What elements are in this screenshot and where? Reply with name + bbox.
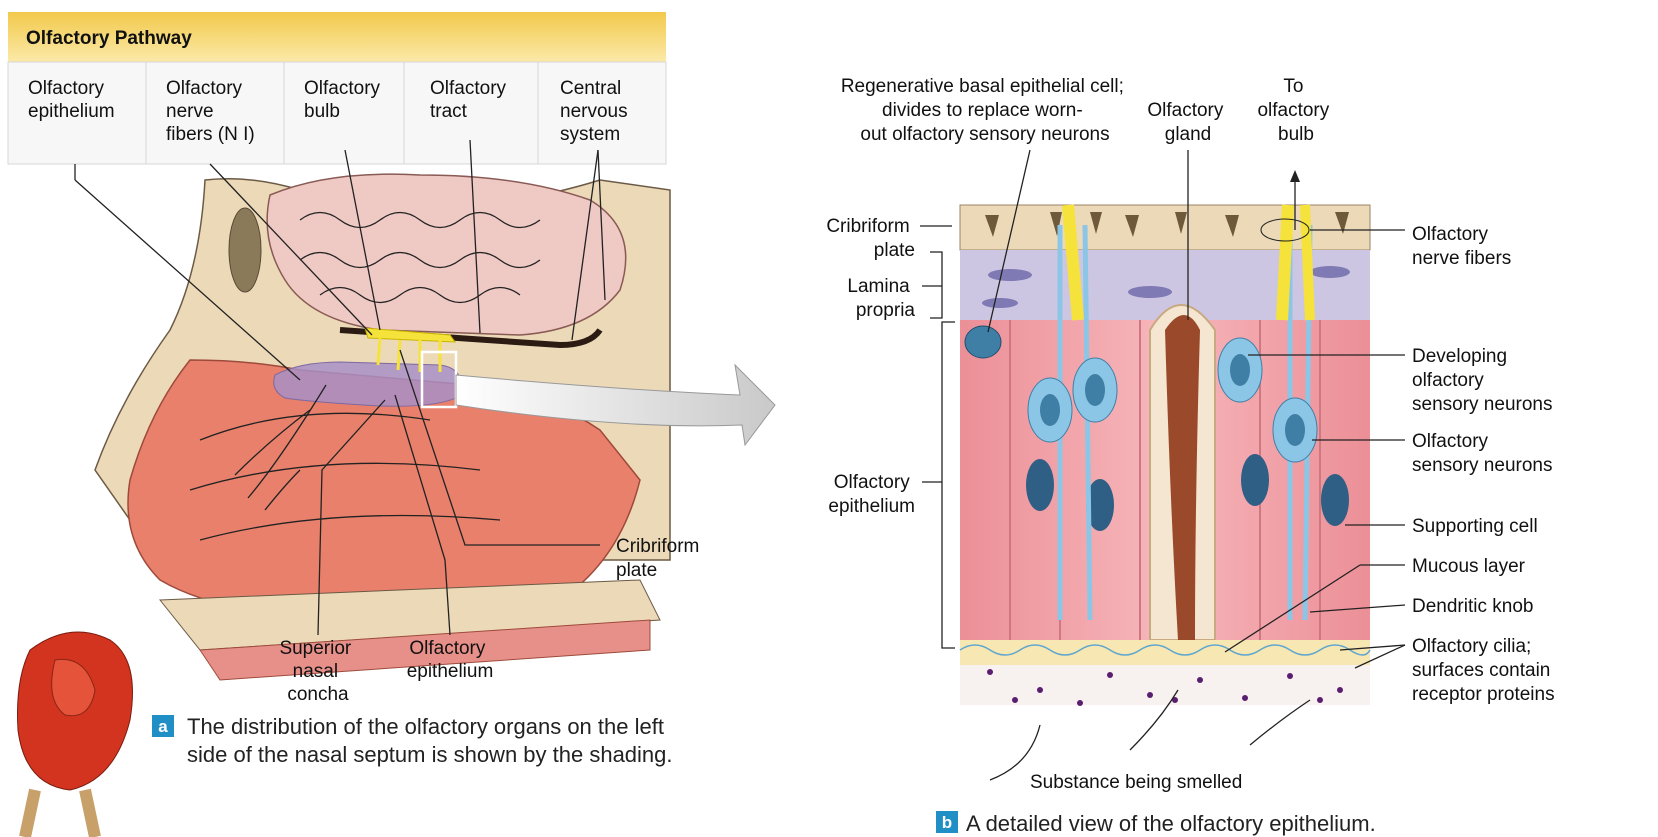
label-developing-neurons: Developing olfactory sensory neurons — [1412, 346, 1552, 415]
label-olfactory-nerve-fibers: Olfactory nerve fibers — [1412, 224, 1511, 269]
label-olfactory-gland: Olfactory gland — [1147, 100, 1228, 145]
label-supporting-cell: Supporting cell — [1412, 516, 1538, 537]
epithelium-illustration — [960, 205, 1370, 706]
label-olfactory-epithelium-b: Olfactory epithelium — [828, 472, 915, 517]
caption-a-letter: a — [158, 717, 168, 736]
label-basal-cell: Regenerative basal epithelial cell; divi… — [841, 76, 1129, 145]
label-to-olfactory-bulb: To olfactory bulb — [1257, 76, 1334, 145]
rose-illustration — [18, 632, 133, 837]
pathway-table-header: Olfactory Pathway — [26, 28, 192, 49]
pathway-table: Olfactory Pathway Olfactory epithelium O… — [8, 12, 666, 164]
label-olfactory-cilia: Olfactory cilia; surfaces contain recept… — [1412, 636, 1556, 705]
panel-a: Olfactory Pathway Olfactory epithelium O… — [8, 12, 705, 837]
label-lamina-propria: Lamina propria — [847, 276, 915, 321]
label-dendritic-knob: Dendritic knob — [1412, 596, 1533, 617]
caption-b-letter: b — [942, 813, 952, 832]
panel-b: Regenerative basal epithelial cell; divi… — [826, 76, 1555, 836]
label-olfactory-sensory-neurons: Olfactory sensory neurons — [1412, 431, 1552, 476]
caption-a: The distribution of the olfactory organs… — [187, 714, 673, 767]
label-cribriform-plate-b: Cribriform plate — [826, 216, 915, 261]
label-substance-being-smelled: Substance being smelled — [1030, 772, 1242, 793]
caption-b: A detailed view of the olfactory epithel… — [966, 811, 1376, 836]
label-mucous-layer: Mucous layer — [1412, 556, 1526, 577]
